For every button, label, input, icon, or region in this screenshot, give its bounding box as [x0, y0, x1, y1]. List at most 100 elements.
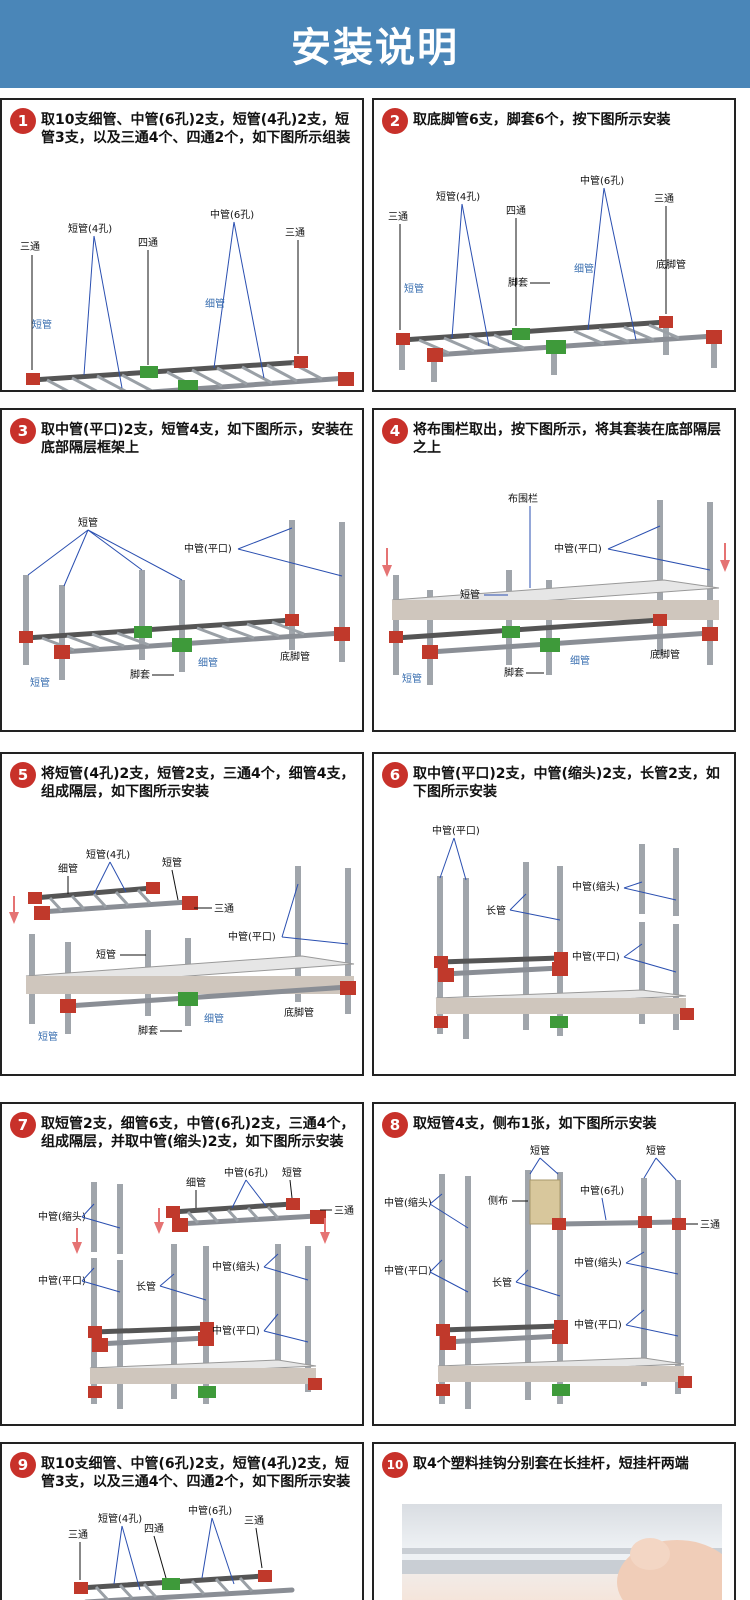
step-6-panel: 6 取中管(平口)2支，中管(缩头)2支，长管2支，如下图所示安装 中管(平口)…	[372, 752, 736, 1076]
label-mid-flat: 中管(平口)	[572, 950, 620, 963]
step-1-number: 1	[10, 108, 36, 134]
step-8-header: 8 取短管4支，侧布1张，如下图所示安装	[382, 1112, 728, 1138]
step-7-header: 7 取短管2支，细管6支，中管(6孔)2支，三通4个，组成隔层，并取中管(缩头)…	[10, 1112, 356, 1151]
label-mid-6hole: 中管(6孔)	[224, 1166, 268, 1179]
step-9-panel: 9 取10支细管、中管(6孔)2支，短管(4孔)2支，短管3支，以及三通4个、四…	[0, 1442, 364, 1600]
label-tee: 三通	[68, 1529, 88, 1541]
label-thin: 细管	[186, 1176, 206, 1189]
hook-photo	[402, 1504, 722, 1600]
step-2-number: 2	[382, 108, 408, 134]
step-9-text: 取10支细管、中管(6孔)2支，短管(4孔)2支，短管3支，以及三通4个、四通2…	[41, 1456, 351, 1490]
page-title: 安装说明	[291, 25, 459, 71]
label-cross: 四通	[144, 1523, 164, 1535]
step-1-panel: 1 取10支细管、中管(6孔)2支，短管(4孔)2支，短管3支，以及三通4个、四…	[0, 98, 364, 392]
label-fabric-fence: 布围栏	[508, 492, 538, 505]
step-5-header: 5 将短管(4孔)2支，短管2支，三通4个，细管4支，组成隔层，如下图所示安装	[10, 762, 356, 801]
label-thin: 细管	[574, 262, 594, 275]
label-mid-6hole: 中管(6孔)	[188, 1504, 232, 1517]
step-4-text: 将布围栏取出，按下图所示，将其套装在底部隔层之上	[413, 422, 721, 456]
label-side-fabric: 侧布	[488, 1194, 508, 1207]
step-3-panel: 3 取中管(平口)2支，短管4支，如下图所示，安装在底部隔层框架上 短管	[0, 408, 364, 732]
label-foot-cap: 脚套	[504, 666, 524, 679]
hook-photo-drawing	[402, 1538, 722, 1600]
tee-left-back	[26, 373, 40, 385]
label-long-pipe: 长管	[486, 904, 506, 917]
step-2-text: 取底脚管6支，脚套6个，按下图所示安装	[413, 112, 671, 128]
label-short: 短管	[404, 282, 424, 295]
label-tee: 三通	[334, 1205, 354, 1217]
tee-right-front	[338, 372, 354, 386]
step-8-diagram: 短管 短管 中管(缩头) 侧布 中管(6孔) 三通 中管(平口) 长管 中管(缩…	[384, 1144, 720, 1409]
step-8-text: 取短管4支，侧布1张，如下图所示安装	[413, 1116, 657, 1132]
step-3-number: 3	[10, 418, 36, 444]
step-1-header: 1 取10支细管、中管(6孔)2支，短管(4孔)2支，短管3支，以及三通4个、四…	[10, 108, 356, 147]
label-short-right: 短管	[646, 1144, 666, 1157]
step-10-panel: 10 取4个塑料挂钩分别套在长挂杆，短挂杆两端	[372, 1442, 736, 1600]
step-1-diagram: 三通 短管(4孔) 四通 中管(6孔) 三通 短管 细管	[20, 208, 354, 392]
label-base-pipe: 底脚管	[284, 1006, 314, 1019]
label-mid-reduced: 中管(缩头)	[572, 880, 620, 893]
step-4-diagram: 布围栏 中管(平口) 短管 短管 细管 底脚管 脚套	[382, 492, 730, 685]
label-short-bottom: 短管	[30, 676, 50, 689]
label-short-left: 短管	[530, 1144, 550, 1157]
step-2-header: 2 取底脚管6支，脚套6个，按下图所示安装	[382, 108, 728, 134]
lower-shelf	[9, 866, 356, 1034]
shelf-frame	[74, 1570, 295, 1600]
label-mid-6hole: 中管(6孔)	[580, 1184, 624, 1197]
step-6-text: 取中管(平口)2支，中管(缩头)2支，长管2支，如下图所示安装	[413, 766, 720, 800]
cross-back	[140, 366, 158, 378]
step-1-text: 取10支细管、中管(6孔)2支，短管(4孔)2支，短管3支，以及三通4个、四通2…	[41, 112, 351, 146]
label-short-4hole: 短管(4孔)	[86, 848, 130, 861]
label-tee-right: 三通	[244, 1515, 264, 1527]
step-7-text: 取短管2支，细管6支，中管(6孔)2支，三通4个，组成隔层，并取中管(缩头)2支…	[41, 1116, 355, 1150]
label-short-bottom: 短管	[402, 672, 422, 685]
cross-front	[178, 380, 198, 390]
label-mid-flat: 中管(平口)	[228, 930, 276, 943]
step-4-number: 4	[382, 418, 408, 444]
step-10-header: 10 取4个塑料挂钩分别套在长挂杆，短挂杆两端	[382, 1452, 728, 1478]
label-thin: 细管	[198, 656, 218, 669]
label-short: 短管	[32, 318, 52, 331]
frame-with-feet	[396, 316, 722, 382]
step-9-number: 9	[10, 1452, 36, 1478]
label-tee-right: 三通	[654, 193, 674, 205]
step-6-diagram: 中管(平口) 长管 中管(缩头) 中管(平口)	[432, 824, 694, 1039]
page-header: 安装说明	[0, 0, 750, 88]
label-base-pipe: 底脚管	[656, 258, 686, 271]
label-tee: 三通	[388, 211, 408, 223]
label-foot-cap: 脚套	[508, 276, 528, 289]
step-9-header: 9 取10支细管、中管(6孔)2支，短管(4孔)2支，短管3支，以及三通4个、四…	[10, 1452, 356, 1491]
label-mid-flat-left: 中管(平口)	[38, 1274, 86, 1287]
label-thin: 细管	[58, 862, 78, 875]
step-9-diagram: 三通 短管(4孔) 四通 中管(6孔) 三通 细管	[68, 1504, 295, 1600]
side-fabric	[529, 1179, 561, 1225]
shelf-frame	[26, 356, 354, 392]
label-mid-reduced-right: 中管(缩头)	[574, 1256, 622, 1269]
label-thin-bottom: 细管	[204, 1012, 224, 1025]
label-base-pipe: 底脚管	[650, 648, 680, 661]
step-5-number: 5	[10, 762, 36, 788]
label-mid-flat: 中管(平口)	[554, 542, 602, 555]
step-7-panel: 7 取短管2支，细管6支，中管(6孔)2支，三通4个，组成隔层，并取中管(缩头)…	[0, 1102, 364, 1426]
step-4-panel: 4 将布围栏取出，按下图所示，将其套装在底部隔层之上 布围栏 中管(平口) 短管	[372, 408, 736, 732]
step-6-header: 6 取中管(平口)2支，中管(缩头)2支，长管2支，如下图所示安装	[382, 762, 728, 801]
label-tee: 三通	[700, 1219, 720, 1231]
label-mid-reduced-left: 中管(缩头)	[384, 1196, 432, 1209]
label-tee-right: 三通	[285, 227, 305, 239]
label-short: 短管	[78, 516, 98, 529]
step-5-diagram: 短管(4孔) 细管 短管 三通 中管(平口) 短管 短管 细管 底脚管 脚套	[9, 848, 356, 1043]
label-short-bottom: 短管	[38, 1030, 58, 1043]
step-10-text: 取4个塑料挂钩分别套在长挂杆，短挂杆两端	[413, 1456, 689, 1472]
label-base-pipe: 底脚管	[280, 650, 310, 663]
step-10-number: 10	[382, 1452, 408, 1478]
label-short: 短管	[460, 588, 480, 601]
tee-right-back	[294, 356, 308, 368]
label-short: 短管	[162, 856, 182, 869]
step-7-diagram: 细管 中管(6孔) 短管 三通 中管(缩头) 中管(平口) 长管 中管(缩头) …	[38, 1166, 354, 1409]
label-foot-cap: 脚套	[130, 668, 150, 681]
step-7-number: 7	[10, 1112, 36, 1138]
tee-left-front	[60, 390, 76, 392]
step-6-number: 6	[382, 762, 408, 788]
label-mid-flat: 中管(平口)	[184, 542, 232, 555]
two-tier-frame	[434, 844, 694, 1039]
